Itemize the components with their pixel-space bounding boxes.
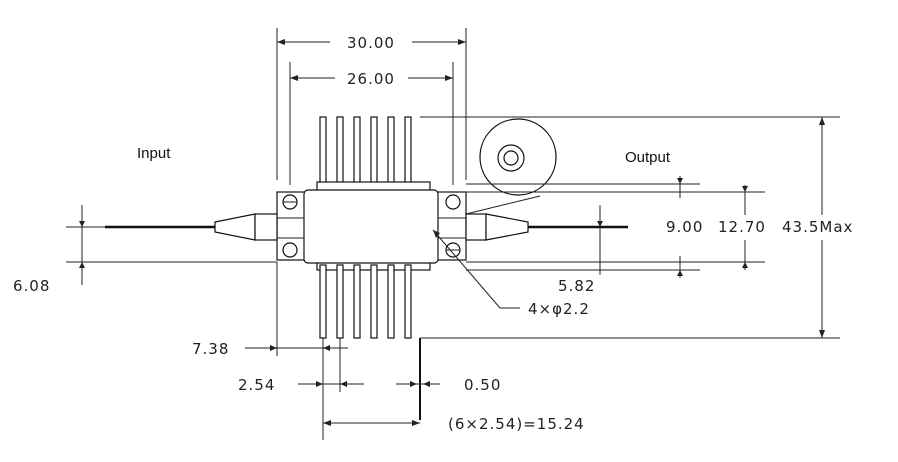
dim-0-50: 0.50 [396, 376, 501, 394]
dim-height-max-text: 43.5Max [782, 218, 853, 236]
dim-height-max: 43.5Max [782, 117, 853, 338]
input-label: Input [137, 145, 171, 162]
dim-9-00: 9.00 [666, 176, 703, 278]
dim-5-82-text: 5.82 [558, 277, 595, 295]
dim-15-24: (6×2.54)=15.24 [322, 392, 585, 440]
output-coil [465, 118, 557, 215]
dim-7-38: 7.38 [192, 262, 348, 358]
dim-6-08: 6.08 [13, 205, 277, 295]
output-fiber [465, 213, 628, 241]
mounting-holes [282, 194, 461, 258]
dim-width-outer: 30.00 [276, 28, 467, 180]
dim-5-82: 5.82 [558, 205, 603, 295]
dim-width-inner-text: 26.00 [347, 70, 395, 88]
dim-width-inner: 26.00 [289, 62, 454, 185]
dim-holes-leader: 4×φ2.2 [432, 229, 590, 318]
dim-15-24-text: (6×2.54)=15.24 [448, 415, 585, 433]
dim-9-00-text: 9.00 [666, 218, 703, 236]
dim-12-70: 12.70 [718, 185, 766, 270]
dim-2-54-text: 2.54 [238, 376, 275, 394]
dim-width-outer-text: 30.00 [347, 34, 395, 52]
dim-6-08-text: 6.08 [13, 277, 50, 295]
right-extent-lines [420, 116, 840, 339]
input-fiber [105, 213, 278, 241]
lower-leads [316, 259, 431, 420]
upper-leads [316, 116, 431, 193]
dim-0-50-text: 0.50 [464, 376, 501, 394]
dim-12-70-text: 12.70 [718, 218, 766, 236]
dim-2-54: 2.54 [238, 338, 364, 394]
dim-7-38-text: 7.38 [192, 340, 229, 358]
package-body [276, 189, 467, 264]
output-label: Output [625, 149, 671, 166]
dim-holes-text: 4×φ2.2 [528, 300, 590, 318]
